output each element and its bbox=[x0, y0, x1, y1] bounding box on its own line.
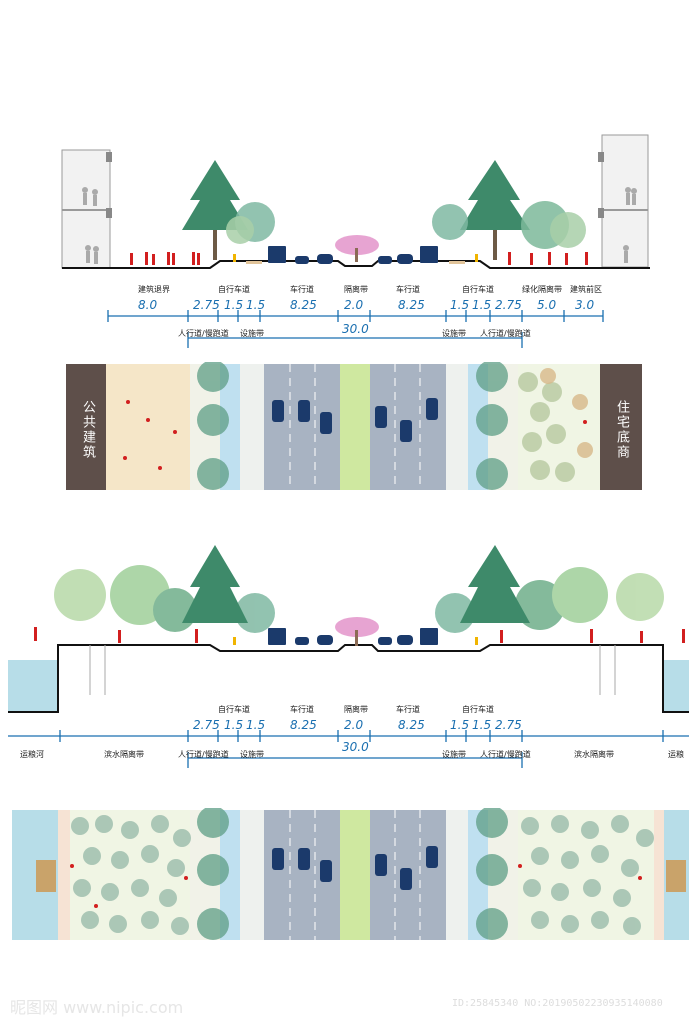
s2-total: 30.0 bbox=[342, 740, 369, 754]
s1-dim-11: 3.0 bbox=[575, 298, 595, 312]
s1-bottom-label-3: 人行道/慢跑道 bbox=[480, 329, 531, 338]
s2-label-bike-right: 自行车道 bbox=[462, 705, 494, 714]
median-tree bbox=[335, 235, 379, 262]
vehicles-right bbox=[378, 246, 438, 264]
s1-dim-2: 1.5 bbox=[224, 298, 244, 312]
s2-bottom-label-2: 设施带 bbox=[442, 750, 466, 759]
s2-right-buffer: 滨水隔离带 bbox=[574, 750, 614, 759]
s2-label-road-left: 车行道 bbox=[290, 705, 314, 714]
ground-line bbox=[62, 260, 650, 269]
vehicles-left bbox=[268, 246, 333, 264]
trees-left bbox=[182, 160, 275, 260]
s1-label-bike-left: 自行车道 bbox=[218, 285, 250, 294]
s1-label-median: 隔离带 bbox=[344, 285, 368, 294]
s2-dim-8: 2.75 bbox=[495, 718, 522, 732]
s2-left-buffer: 滨水隔离带 bbox=[104, 750, 144, 759]
s1-dim-4: 8.25 bbox=[290, 298, 317, 312]
s2-label-bike-left: 自行车道 bbox=[218, 705, 250, 714]
trees-right bbox=[432, 160, 586, 260]
s2-dim-5: 8.25 bbox=[398, 718, 425, 732]
s2-dim-0: 2.75 bbox=[193, 718, 220, 732]
s1-total: 30.0 bbox=[342, 322, 369, 336]
s1-label-bike-right: 自行车道 bbox=[462, 285, 494, 294]
plan1-median bbox=[340, 364, 370, 490]
section1-elevation bbox=[61, 134, 650, 269]
s2-dim-7: 1.5 bbox=[472, 718, 492, 732]
plan1-right-building bbox=[600, 364, 642, 490]
right-building bbox=[598, 134, 649, 268]
s1-label-road-right: 车行道 bbox=[396, 285, 420, 294]
s1-label-green-buffer: 绿化隔离带 bbox=[522, 285, 562, 294]
s2-right-label: 运粮 bbox=[668, 750, 684, 759]
water-right bbox=[663, 660, 689, 712]
s2-dim-1: 1.5 bbox=[224, 718, 244, 732]
left-building bbox=[61, 149, 112, 269]
s2-dim-4: 2.0 bbox=[344, 718, 364, 732]
s2-dim-6: 1.5 bbox=[450, 718, 470, 732]
s1-dim-9: 2.75 bbox=[495, 298, 522, 312]
s1-label-building-front: 建筑前区 bbox=[570, 285, 602, 294]
s2-dimension-lines bbox=[8, 730, 689, 768]
s1-dim-10: 5.0 bbox=[537, 298, 557, 312]
plan1-left-text: 公共建筑 bbox=[80, 400, 95, 460]
s2-label-road-right: 车行道 bbox=[396, 705, 420, 714]
s1-dim-0: 8.0 bbox=[138, 298, 158, 312]
water-left bbox=[8, 660, 58, 712]
s1-dim-3: 1.5 bbox=[246, 298, 266, 312]
s1-bottom-label-2: 设施带 bbox=[442, 329, 466, 338]
s1-bottom-label-0: 人行道/慢跑道 bbox=[178, 329, 229, 338]
s2-bottom-label-1: 设施带 bbox=[240, 750, 264, 759]
s1-dim-8: 1.5 bbox=[472, 298, 492, 312]
section2-elevation bbox=[8, 545, 689, 713]
watermark: 昵图网 www.nipic.com bbox=[10, 998, 184, 1017]
s1-dim-1: 2.75 bbox=[193, 298, 220, 312]
s1-label-building-setback: 建筑退界 bbox=[138, 285, 170, 294]
ground-line-2 bbox=[8, 644, 689, 713]
s2-label-median: 隔离带 bbox=[344, 705, 368, 714]
s1-dimension-lines bbox=[107, 310, 604, 348]
pedestrians-right bbox=[508, 252, 588, 265]
section2-plan bbox=[12, 808, 689, 940]
s1-dim-7: 1.5 bbox=[450, 298, 470, 312]
s2-dim-3: 8.25 bbox=[290, 718, 317, 732]
s2-bottom-label-0: 人行道/慢跑道 bbox=[178, 750, 229, 759]
section1-plan bbox=[66, 362, 642, 490]
s2-bottom-label-3: 人行道/慢跑道 bbox=[480, 750, 531, 759]
s1-dim-6: 8.25 bbox=[398, 298, 425, 312]
s1-bottom-label-1: 设施带 bbox=[240, 329, 264, 338]
plan1-left-building bbox=[66, 364, 106, 490]
s2-dim-2: 1.5 bbox=[246, 718, 266, 732]
s1-dim-5: 2.0 bbox=[344, 298, 364, 312]
image-id: ID:25845340 NO:20190502230935140080 bbox=[452, 998, 663, 1009]
plan1-right-text: 住宅底商 bbox=[614, 400, 629, 460]
pedestrians-left bbox=[130, 252, 200, 265]
s2-left-label: 运粮河 bbox=[20, 750, 44, 759]
s1-label-road-left: 车行道 bbox=[290, 285, 314, 294]
